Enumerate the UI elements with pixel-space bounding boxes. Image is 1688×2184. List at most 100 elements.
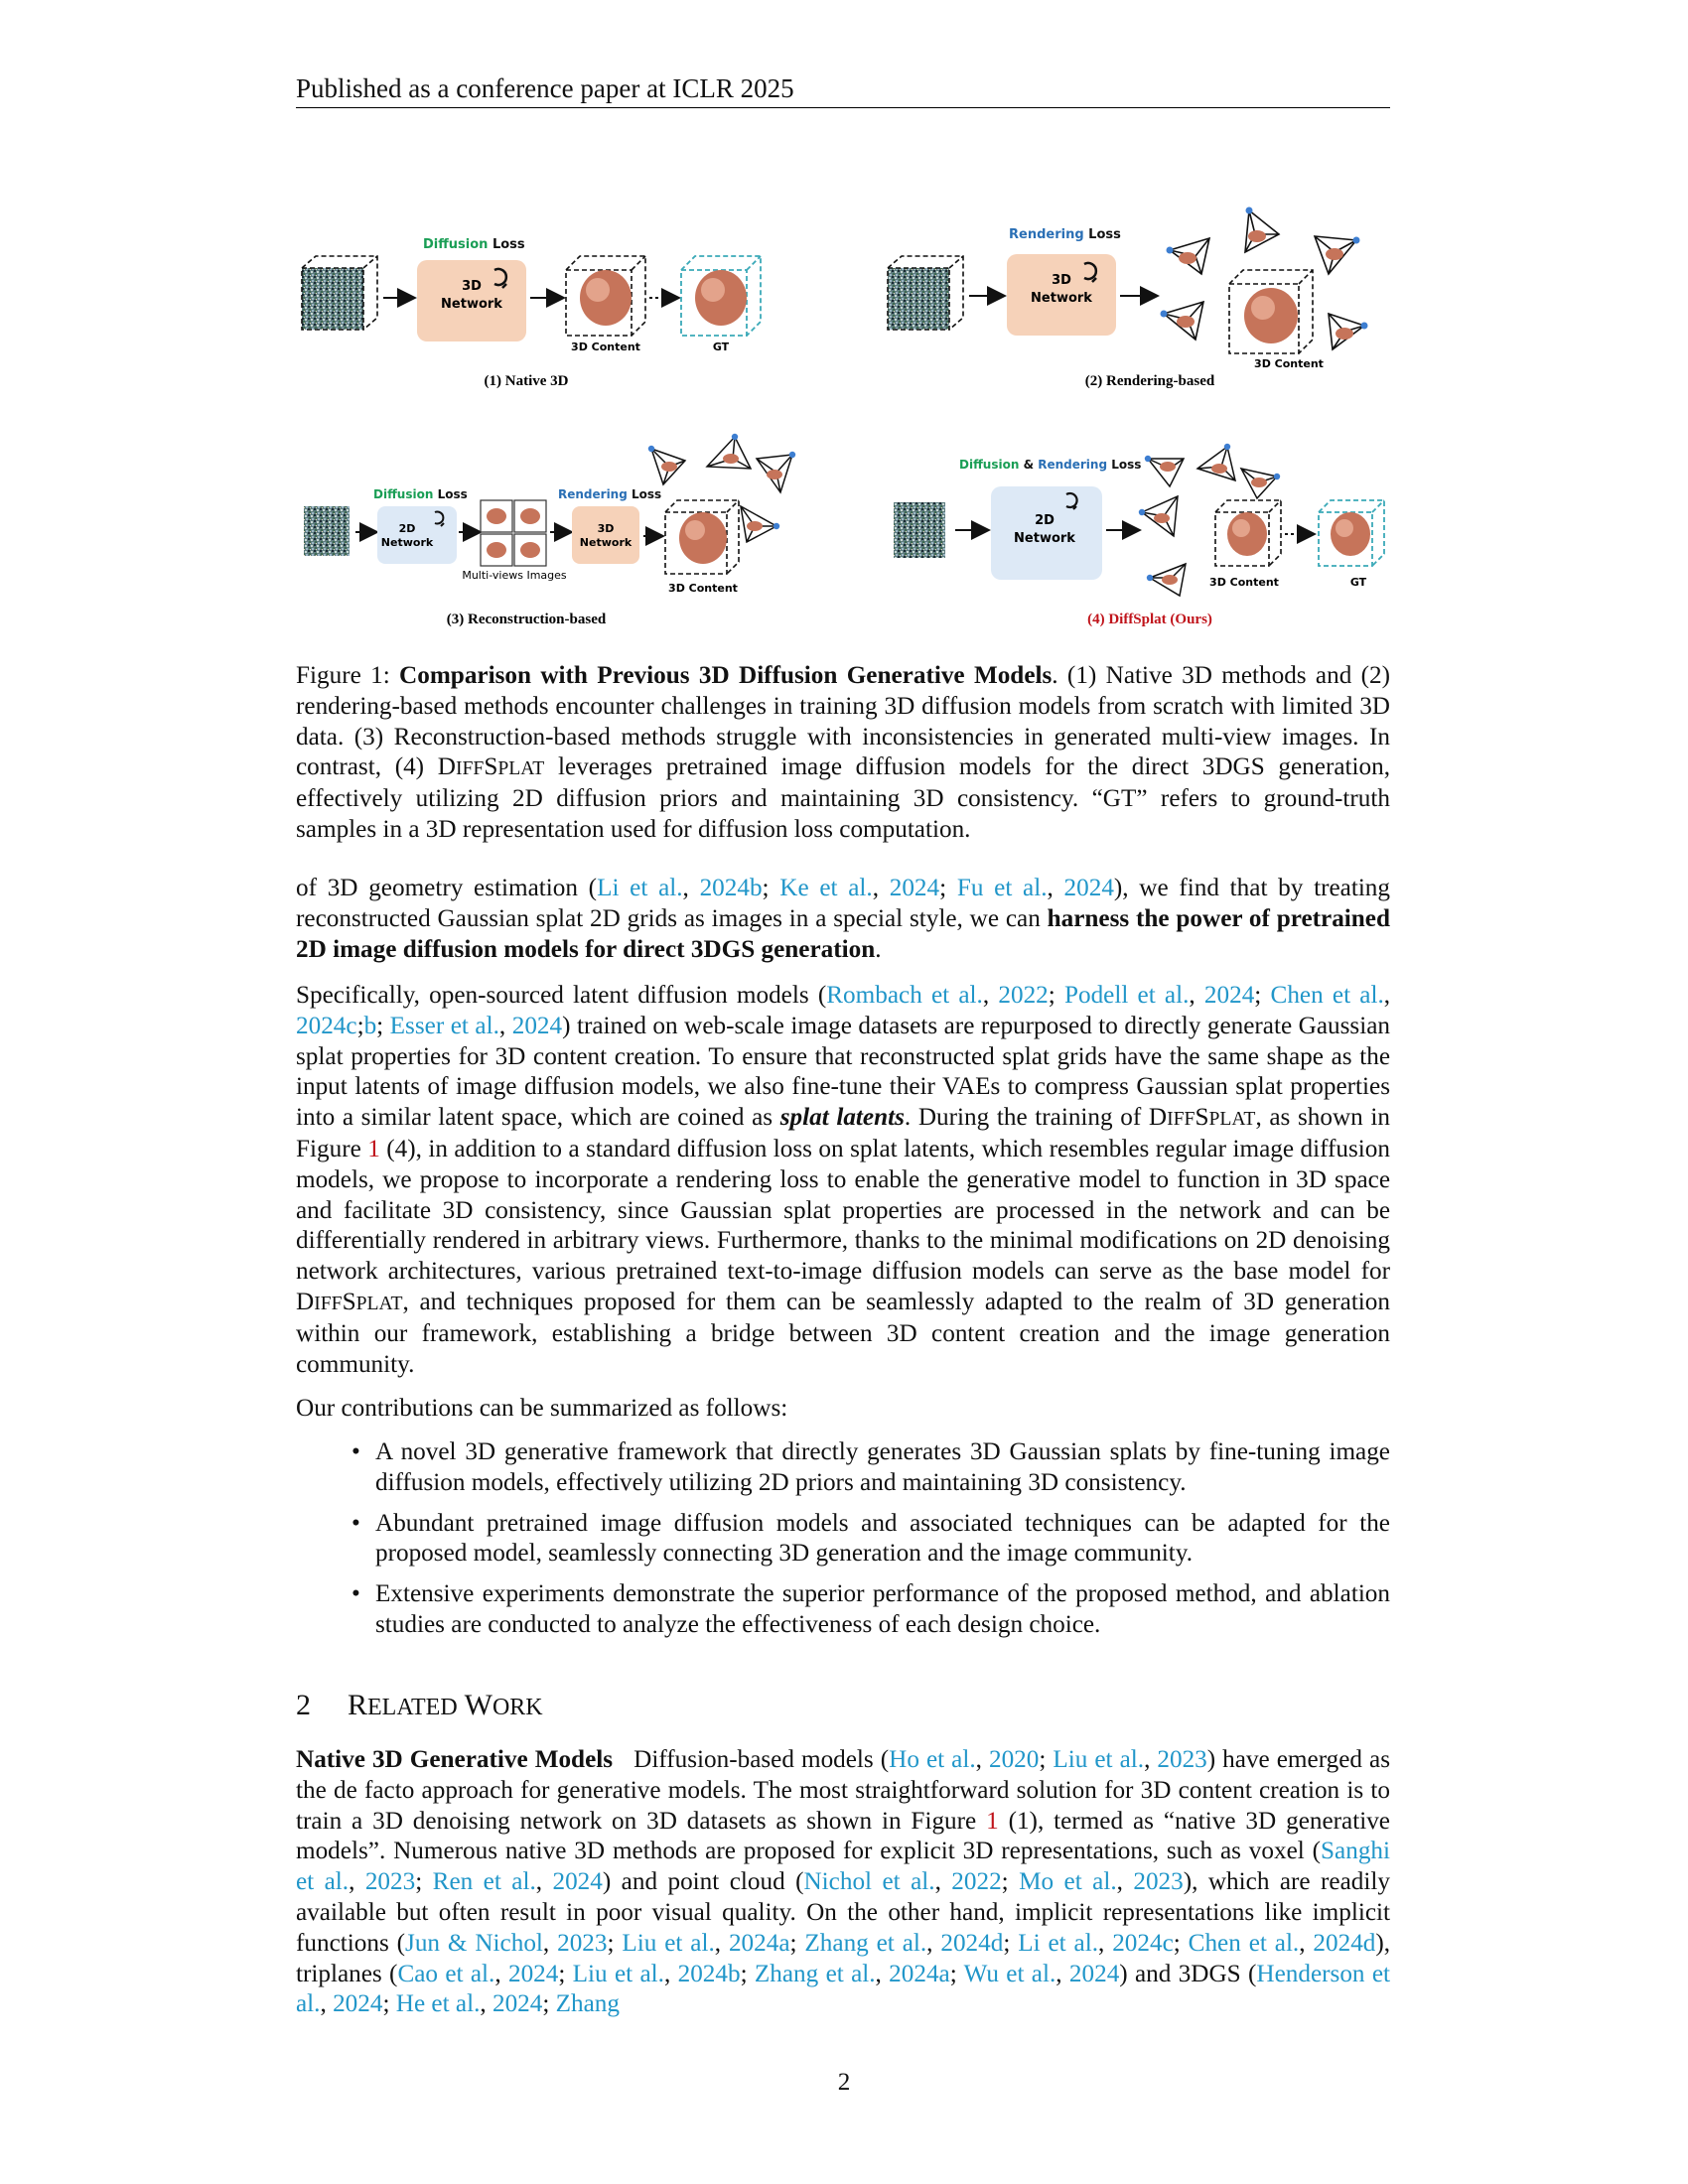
citation-link[interactable]: 2024b — [699, 875, 763, 901]
svg-text:Network: Network — [441, 297, 502, 312]
paragraph-contributions: Our contributions can be summarized as f… — [296, 1395, 788, 1422]
diffsplat-name: DIFFSPLAT — [1148, 1104, 1256, 1132]
citation-link[interactable]: Zhang et al. — [754, 1960, 876, 1987]
citation-link[interactable]: Fu et al. — [956, 875, 1048, 901]
citation-link[interactable]: Jun & Nichol — [405, 1929, 543, 1957]
svg-text:Multi-views Images: Multi-views Images — [462, 569, 567, 582]
svg-text:2D: 2D — [399, 522, 416, 535]
contributions-list: A novel 3D generative framework that dir… — [296, 1437, 1390, 1651]
citation-link[interactable]: Liu et al. — [622, 1929, 715, 1957]
loss-label: Diffusion Loss — [423, 237, 525, 252]
citation-link[interactable]: Mo et al. — [1019, 1868, 1117, 1896]
citation-link[interactable]: Chen et al. — [1270, 982, 1384, 1009]
panel-native-3d: Diffusion Loss 3D Network 3D Content GT … — [301, 237, 762, 389]
citation-link[interactable]: 2024a — [889, 1960, 950, 1987]
panel-rendering-based: Rendering Loss 3D Network 3D Content — [887, 206, 1368, 389]
citation-link[interactable]: Ren et al. — [432, 1868, 536, 1896]
citation-link[interactable]: 2024 — [1203, 982, 1255, 1009]
svg-text:Network: Network — [580, 536, 633, 549]
citation-link[interactable]: Henderson et al. — [296, 1960, 1391, 2018]
citation-link[interactable]: 2024 — [507, 1960, 559, 1987]
citation-link[interactable]: Liu et al. — [572, 1960, 664, 1987]
list-item: Abundant pretrained image diffusion mode… — [296, 1509, 1390, 1570]
svg-text:GT: GT — [713, 341, 730, 353]
diffsplat-name: DIFFSPLAT — [437, 753, 545, 781]
citation-link[interactable]: 2023 — [1133, 1868, 1184, 1896]
svg-text:Diffusion & Rendering Loss: Diffusion & Rendering Loss — [959, 458, 1141, 472]
citation-link[interactable]: Li et al. — [597, 875, 683, 901]
citation-link[interactable]: 2024 — [511, 1012, 563, 1039]
caption-title: Comparison with Previous 3D Diffusion Ge… — [399, 662, 1053, 689]
citation-link[interactable]: Sanghi et al. — [296, 1838, 1390, 1896]
citation-link[interactable]: Zhang — [555, 1990, 620, 2018]
citation-link[interactable]: 2024d — [1313, 1929, 1376, 1957]
svg-text:3D Content: 3D Content — [571, 341, 640, 353]
citation-link[interactable]: 2024b — [677, 1960, 741, 1987]
svg-text:3D Content: 3D Content — [668, 582, 738, 595]
svg-text:3D: 3D — [1052, 273, 1071, 288]
list-item: Extensive experiments demonstrate the su… — [296, 1579, 1390, 1641]
citation-link[interactable]: 2024 — [889, 875, 940, 901]
citation-link[interactable]: Zhang et al. — [804, 1929, 927, 1957]
running-header: Published as a conference paper at ICLR … — [296, 69, 1390, 108]
svg-text:Network: Network — [381, 536, 434, 549]
citation-link[interactable]: Wu et al. — [963, 1960, 1056, 1987]
citation-link[interactable]: Rombach et al. — [826, 982, 983, 1009]
figure-ref-link[interactable]: 1 — [367, 1135, 380, 1162]
citation-link[interactable]: 2024 — [1063, 875, 1114, 901]
svg-text:Rendering Loss: Rendering Loss — [558, 487, 661, 501]
figure-ref-link[interactable]: 1 — [986, 1807, 999, 1835]
emphasis-bold: harness the power of pretrained 2D image… — [296, 904, 1390, 963]
citation-link[interactable]: Ke et al. — [779, 875, 873, 901]
citation-link[interactable]: Esser et al. — [389, 1012, 499, 1039]
svg-text:3D: 3D — [462, 279, 482, 294]
paragraph-geometry: of 3D geometry estimation (Li et al., 20… — [296, 875, 1390, 963]
citation-link[interactable]: 2024a — [728, 1929, 790, 1957]
citation-link[interactable]: Podell et al. — [1063, 982, 1190, 1009]
citation-link[interactable]: Ho et al. — [889, 1746, 976, 1773]
panel-diffsplat-ours: Diffusion & Rendering Loss 2D Network 3D… — [894, 443, 1385, 627]
citation-link[interactable]: He et al. — [395, 1990, 481, 2018]
citation-link[interactable]: 2022 — [998, 982, 1049, 1009]
section-title: RELATED WORK — [348, 1689, 543, 1721]
panel-label: (2) Rendering-based — [1085, 373, 1215, 389]
citation-link[interactable]: 2023 — [1157, 1746, 1207, 1773]
citation-link[interactable]: 2024 — [552, 1868, 603, 1896]
citation-link[interactable]: 2024d — [940, 1929, 1004, 1957]
citation-link[interactable]: 2024c — [1112, 1929, 1174, 1957]
cycle-icon — [493, 267, 508, 289]
page-number: 2 — [837, 2069, 851, 2096]
section-number: 2 — [296, 1689, 311, 1721]
citation-link[interactable]: 2024 — [333, 1990, 383, 2018]
citation-link[interactable]: b — [363, 1012, 377, 1039]
citation-link[interactable]: Liu et al. — [1053, 1746, 1145, 1773]
citation-link[interactable]: 2024 — [1068, 1960, 1120, 1987]
paragraph-specifically: Specifically, open-sourced latent diffus… — [296, 982, 1391, 1378]
citation-link[interactable]: 2023 — [364, 1868, 416, 1896]
citation-link[interactable]: 2022 — [951, 1868, 1002, 1896]
citation-link[interactable]: Cao et al. — [397, 1960, 495, 1987]
figure-1-diagram: Diffusion Loss 3D Network 3D Content GT … — [301, 206, 1385, 627]
citation-link[interactable]: Chen et al. — [1188, 1929, 1300, 1957]
paragraph-native-3d: Native 3D Generative Models Diffusion-ba… — [296, 1746, 1391, 2018]
citation-link[interactable]: 2024 — [492, 1990, 543, 2018]
diffsplat-name: DIFFSPLAT — [296, 1288, 403, 1315]
camera-points — [1160, 206, 1368, 330]
citation-link[interactable]: 2023 — [557, 1929, 608, 1957]
caption-prefix: Figure 1: — [296, 662, 390, 689]
panel-reconstruction-based: Diffusion Loss Rendering Loss 2D Network… — [304, 433, 796, 627]
citation-link[interactable]: Nichol et al. — [803, 1868, 935, 1896]
svg-text:Network: Network — [1031, 291, 1092, 306]
citation-link[interactable]: 2024c — [296, 1012, 357, 1039]
noise-cube — [302, 268, 363, 330]
citation-link[interactable]: Li et al. — [1018, 1929, 1099, 1957]
network-box — [417, 260, 526, 341]
section-heading: 2 RELATED WORK — [296, 1688, 543, 1725]
panel-label: (3) Reconstruction-based — [447, 612, 607, 627]
svg-text:Diffusion Loss: Diffusion Loss — [373, 487, 468, 501]
list-item: A novel 3D generative framework that dir… — [296, 1437, 1390, 1499]
figure-1: Diffusion Loss 3D Network 3D Content GT … — [296, 199, 1398, 645]
svg-text:Rendering Loss: Rendering Loss — [1009, 227, 1121, 242]
multiview-grid — [480, 499, 547, 567]
citation-link[interactable]: 2020 — [988, 1746, 1040, 1773]
